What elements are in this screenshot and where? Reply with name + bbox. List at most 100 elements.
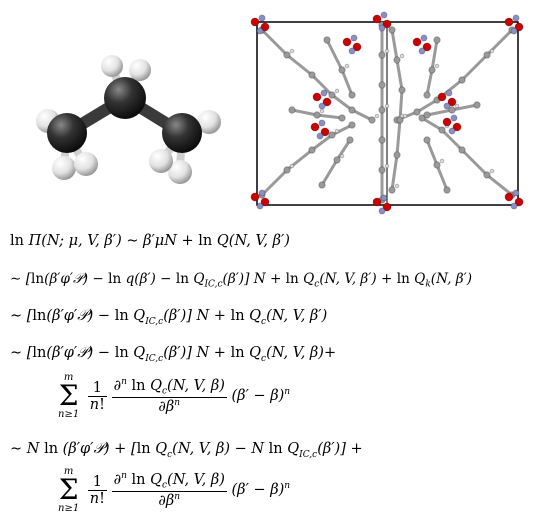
carbon-atom <box>104 77 146 119</box>
carbon-atom <box>348 91 356 99</box>
oxygen-atom <box>442 117 452 127</box>
carbon-atom <box>378 106 386 114</box>
nitrogen-atom <box>350 34 358 42</box>
carbon-atom <box>388 186 396 194</box>
bond <box>310 73 334 97</box>
nitrogen-atom <box>420 34 428 42</box>
carbon-atom <box>483 51 491 59</box>
carbon-atom <box>418 114 426 122</box>
carbon-atom <box>413 108 421 116</box>
carbon-atom <box>393 151 401 159</box>
oxygen-atom <box>447 97 457 107</box>
oxygen-atom <box>372 197 382 207</box>
carbon-atom <box>162 113 202 153</box>
oxygen-atom <box>250 17 260 27</box>
carbon-atom <box>388 26 396 34</box>
nitrogen-atom <box>258 14 266 22</box>
oxygen-atom <box>310 122 320 132</box>
hydrogen-atom <box>454 103 460 109</box>
bond <box>350 108 374 122</box>
carbon-atom <box>328 91 336 99</box>
nitrogen-atom <box>512 14 520 22</box>
bond <box>450 103 479 112</box>
carbon-atom <box>378 166 386 174</box>
carbon-atom <box>308 71 316 79</box>
carbon-atom <box>368 116 376 124</box>
oxygen-atom <box>260 197 270 207</box>
hydrogen-atom <box>74 152 98 176</box>
nitrogen-atom <box>448 127 456 135</box>
bond <box>430 38 439 72</box>
bond <box>398 88 404 122</box>
carbon-atom <box>348 106 356 114</box>
nitrogen-atom <box>320 89 328 97</box>
bond <box>285 53 314 77</box>
bond <box>425 108 454 117</box>
oxygen-atom <box>382 202 392 212</box>
bond <box>425 68 434 97</box>
carbon-atom <box>396 116 404 124</box>
bond <box>290 108 319 117</box>
carbon-atom <box>433 161 441 169</box>
hydrogen-atom <box>399 53 405 59</box>
nitrogen-atom <box>256 202 264 210</box>
nitrogen-atom <box>378 207 386 215</box>
equation-line-6: ∼ N ln (β′φ′𝒫) + [ln Qc(N, V, β) − N ln … <box>10 441 363 460</box>
carbon-atom <box>348 121 356 129</box>
hydrogen-atom <box>334 88 340 94</box>
crystal-structure-figure <box>232 0 532 215</box>
oxygen-atom <box>250 192 260 202</box>
nitrogen-atom <box>380 194 388 202</box>
carbon-atom <box>338 66 346 74</box>
carbon-atom <box>423 136 431 144</box>
nitrogen-atom <box>380 11 388 19</box>
nitrogen-atom <box>450 114 458 122</box>
bond <box>460 148 489 177</box>
hydrogen-atom <box>402 113 408 119</box>
carbon-atom <box>458 146 466 154</box>
hydrogen-atom <box>489 168 495 174</box>
propane-molecule-figure <box>12 0 227 215</box>
nitrogen-atom <box>418 47 426 55</box>
hydrogen-atom <box>374 113 380 119</box>
bond <box>390 153 399 192</box>
oxygen-atom <box>422 42 432 52</box>
carbon-atom <box>483 171 491 179</box>
carbon-atom <box>283 51 291 59</box>
equation-line-4: ∼ [ln(β′φ′𝒫) − ln QIC,c(β′)] N + ln Qc(N… <box>10 345 337 364</box>
bond <box>320 158 339 187</box>
oxygen-atom <box>504 192 514 202</box>
carbon-atom <box>428 66 436 74</box>
oxygen-atom <box>342 37 352 47</box>
nitrogen-atom <box>445 89 453 97</box>
hydrogen-atom <box>384 103 390 109</box>
equation-line-1: ln Π(N; μ, V, β′) ∼ β′μN + ln Q(N, V, β′… <box>10 233 290 249</box>
carbon-atom <box>378 51 386 59</box>
carbon-atom <box>443 186 451 194</box>
carbon-atom <box>333 156 341 164</box>
equation-line-3: ∼ [ln(β′φ′𝒫) − ln QIC,c(β′)] N + ln Qc(N… <box>10 308 328 327</box>
oxygen-atom <box>382 19 392 29</box>
carbon-atom <box>288 106 296 114</box>
carbon-atom <box>438 126 446 134</box>
bond <box>310 133 334 152</box>
hydrogen-atom <box>101 55 123 77</box>
hydrogen-atom <box>394 183 400 189</box>
hydrogen-atom <box>319 108 325 114</box>
oxygen-atom <box>437 92 447 102</box>
bond <box>340 68 354 97</box>
carbon-atom <box>448 106 456 114</box>
carbon-atom <box>283 166 291 174</box>
hydrogen-atom <box>289 48 295 54</box>
carbon-atom <box>398 86 406 94</box>
carbon-atom <box>318 181 326 189</box>
carbon-atom <box>423 91 431 99</box>
oxygen-atom <box>452 122 462 132</box>
carbon-atom <box>393 56 401 64</box>
bond <box>440 128 464 152</box>
bond <box>315 113 344 120</box>
oxygen-atom <box>352 42 362 52</box>
bond <box>325 38 344 72</box>
